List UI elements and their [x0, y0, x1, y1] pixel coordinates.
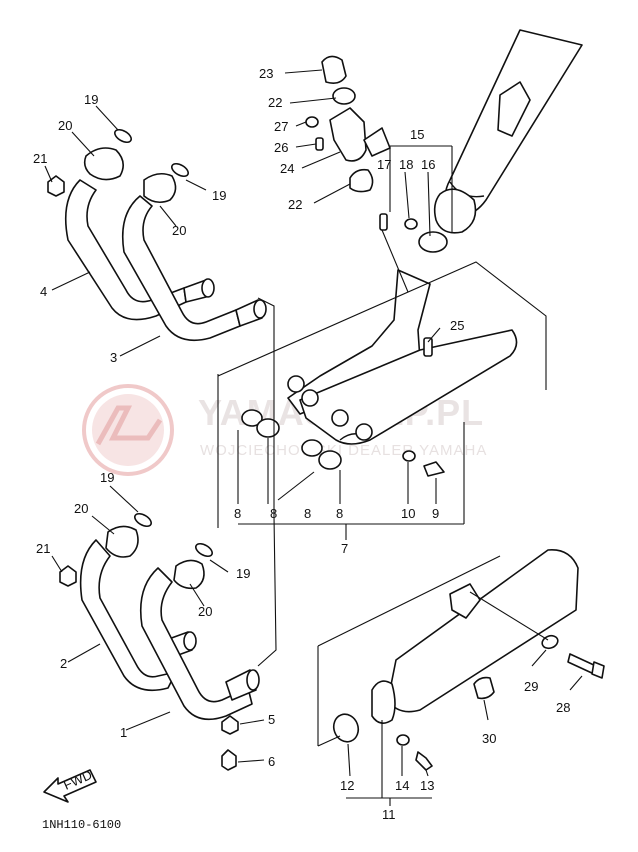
- callout-20: 20: [58, 118, 72, 133]
- gaskets-8: [241, 409, 342, 470]
- nut-5: [221, 715, 239, 735]
- callout-25: 25: [450, 318, 464, 333]
- callout-13: 13: [420, 778, 434, 793]
- gasket-12: [332, 713, 360, 743]
- collector-assembly: [287, 269, 518, 445]
- callout-8: 8: [336, 506, 343, 521]
- callout-17: 17: [377, 157, 391, 172]
- yamaha-tuning-fork-logo: [82, 384, 174, 476]
- callout-3: 3: [110, 350, 117, 365]
- callout-12: 12: [340, 778, 354, 793]
- callout-8: 8: [234, 506, 241, 521]
- callout-11: 11: [382, 807, 396, 822]
- callout-29: 29: [524, 679, 538, 694]
- callout-6: 6: [268, 754, 275, 769]
- callout-14: 14: [395, 778, 409, 793]
- lower-muffler: [371, 549, 579, 724]
- callout-5: 5: [268, 712, 275, 727]
- callout-26: 26: [274, 140, 288, 155]
- bolt-28: [567, 653, 605, 679]
- bolt-6: [221, 749, 237, 771]
- watermark-tagline: WOJCIECHOWSKI DEALER YAMAHA: [200, 442, 487, 459]
- callout-10: 10: [401, 506, 415, 521]
- bolt-9: [423, 461, 445, 477]
- callout-7: 7: [341, 541, 348, 556]
- callout-18: 18: [399, 157, 413, 172]
- callout-21: 21: [36, 541, 50, 556]
- callout-28: 28: [556, 700, 570, 715]
- callout-19: 19: [236, 566, 250, 581]
- callout-20: 20: [74, 501, 88, 516]
- nut-21-lower: [59, 565, 77, 587]
- muffler-bracket-group: [305, 55, 391, 193]
- callout-1: 1: [120, 725, 127, 740]
- callout-23: 23: [259, 66, 273, 81]
- gasket-19-upper: [114, 128, 189, 178]
- part-code: 1NH110-6100: [42, 818, 121, 832]
- leader-lines: [44, 69, 583, 806]
- callout-2: 2: [60, 656, 67, 671]
- callout-30: 30: [482, 731, 496, 746]
- callout-19: 19: [212, 188, 226, 203]
- callout-22: 22: [288, 197, 302, 212]
- callout-labels: 23 22 27 26 24 22 15 17 18 16 19 20 21 1…: [33, 66, 570, 822]
- upper-muffler: [418, 29, 583, 253]
- flange-20-upper-right: [143, 172, 177, 204]
- washer-18: [404, 218, 418, 230]
- exhaust-pipe-1: [139, 567, 260, 721]
- callout-19: 19: [84, 92, 98, 107]
- exhaust-pipe-3: [121, 195, 267, 342]
- bolt-13: [415, 751, 433, 771]
- callout-27: 27: [274, 119, 288, 134]
- callout-20: 20: [172, 223, 186, 238]
- callout-22: 22: [268, 95, 282, 110]
- callout-8: 8: [270, 506, 277, 521]
- washer-29: [541, 634, 559, 650]
- bolt-17: [379, 213, 388, 231]
- washer-14: [396, 734, 410, 746]
- flange-20-lower: [105, 525, 205, 590]
- callout-19: 19: [100, 470, 114, 485]
- callout-9: 9: [432, 506, 439, 521]
- callout-15: 15: [410, 127, 424, 142]
- callout-16: 16: [421, 157, 435, 172]
- callout-20: 20: [198, 604, 212, 619]
- callout-4: 4: [40, 284, 47, 299]
- fwd-arrow-icon: FWD: [43, 767, 97, 803]
- callout-8: 8: [304, 506, 311, 521]
- callout-21: 21: [33, 151, 47, 166]
- callout-24: 24: [280, 161, 294, 176]
- gasket-19-lower: [134, 512, 213, 558]
- washer-10: [402, 450, 416, 462]
- flange-20-upper-left: [83, 147, 124, 181]
- damper-30: [473, 676, 495, 700]
